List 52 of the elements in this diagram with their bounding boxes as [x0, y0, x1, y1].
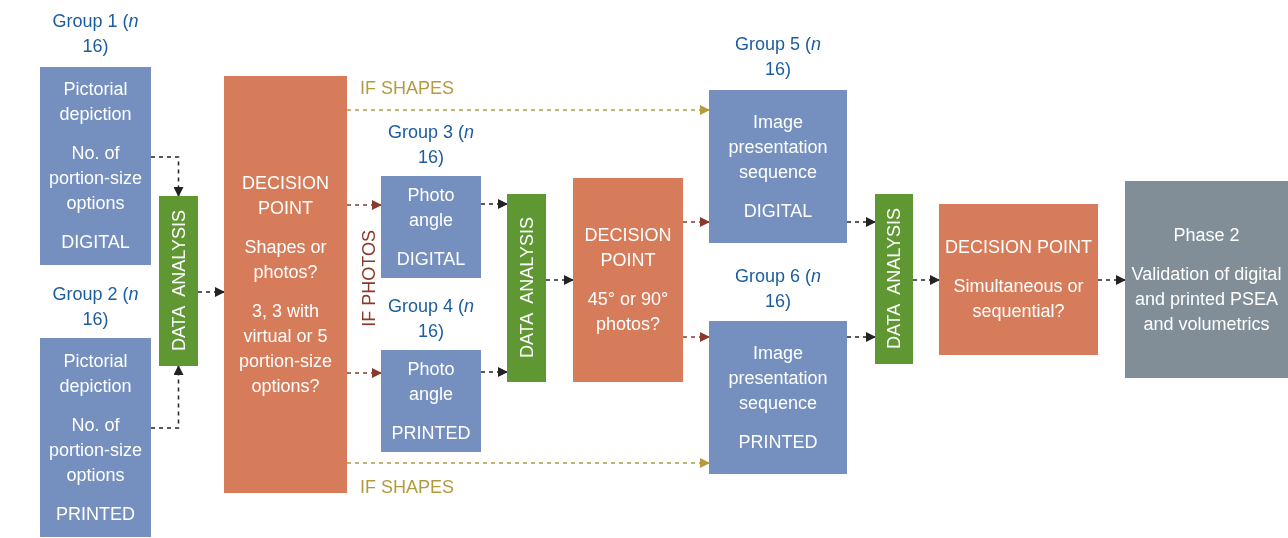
- box-text: Image presentation sequence: [727, 341, 829, 415]
- box-text: Shapes or photos?: [243, 235, 328, 284]
- box-text: Photo angle: [406, 183, 456, 232]
- box-text: DECISION POINT: [241, 171, 330, 220]
- analysis-bar: [507, 194, 546, 382]
- arrow: [846, 332, 876, 342]
- arrow: [150, 156, 184, 197]
- group-heading: Group 3 (n 16): [386, 121, 476, 169]
- arrow: [1097, 275, 1126, 285]
- arrow: [346, 368, 382, 378]
- arrow: [846, 217, 876, 227]
- group-heading: Group 1 (n 16): [51, 10, 140, 58]
- arrow: [682, 217, 710, 227]
- arrow: [545, 275, 574, 285]
- box-text: Validation of digital and printed PSEA and volumetrics: [1130, 262, 1283, 336]
- analysis-bar: [875, 194, 913, 364]
- arrow: [480, 367, 508, 377]
- arrow: [480, 199, 508, 209]
- box-text: Image presentation sequence: [727, 110, 829, 184]
- group-heading: Group 4 (n 16): [386, 295, 476, 343]
- arrow: [346, 105, 710, 115]
- box-text: Pictorial depiction: [58, 78, 133, 126]
- box-text: DECISION POINT: [583, 224, 673, 272]
- vertical-label: DATA ANALYSIS: [169, 210, 188, 352]
- arrow: [346, 458, 710, 468]
- box-text: No. of portion-size options: [47, 413, 143, 487]
- box-text: Photo angle: [406, 357, 456, 406]
- box-text: Phase 2: [1173, 223, 1240, 247]
- vertical-label: DATA ANALYSIS: [517, 217, 536, 359]
- arrow: [150, 365, 184, 429]
- box-text: DIGITAL: [396, 247, 466, 271]
- box-text: PRINTED: [56, 502, 135, 526]
- arrow: [197, 287, 225, 297]
- analysis-bar: [159, 196, 198, 366]
- vertical-label: DATA ANALYSIS: [885, 208, 903, 350]
- box-text: DIGITAL: [61, 231, 130, 254]
- box-text: PRINTED: [738, 430, 818, 454]
- box-text: Simultaneous or sequential?: [952, 275, 1085, 323]
- arrow: [682, 332, 710, 342]
- box-text: No. of portion-size options: [47, 142, 143, 215]
- box-text: PRINTED: [391, 421, 471, 445]
- box-text: 45° or 90° photos?: [586, 288, 670, 336]
- group-heading: Group 5 (n 16): [733, 33, 823, 81]
- group-heading: Group 2 (n 16): [51, 283, 140, 331]
- box-text: 3, 3 with virtual or 5 portion-size options?: [237, 299, 333, 398]
- arrow: [912, 275, 940, 285]
- branch-label: IF PHOTOS: [358, 230, 380, 327]
- group-heading: Group 6 (n 16): [733, 265, 823, 313]
- box-text: DECISION POINT: [945, 236, 1092, 259]
- box-text: Pictorial depiction: [58, 349, 133, 398]
- arrow: [346, 200, 382, 210]
- box-text: DIGITAL: [743, 199, 813, 223]
